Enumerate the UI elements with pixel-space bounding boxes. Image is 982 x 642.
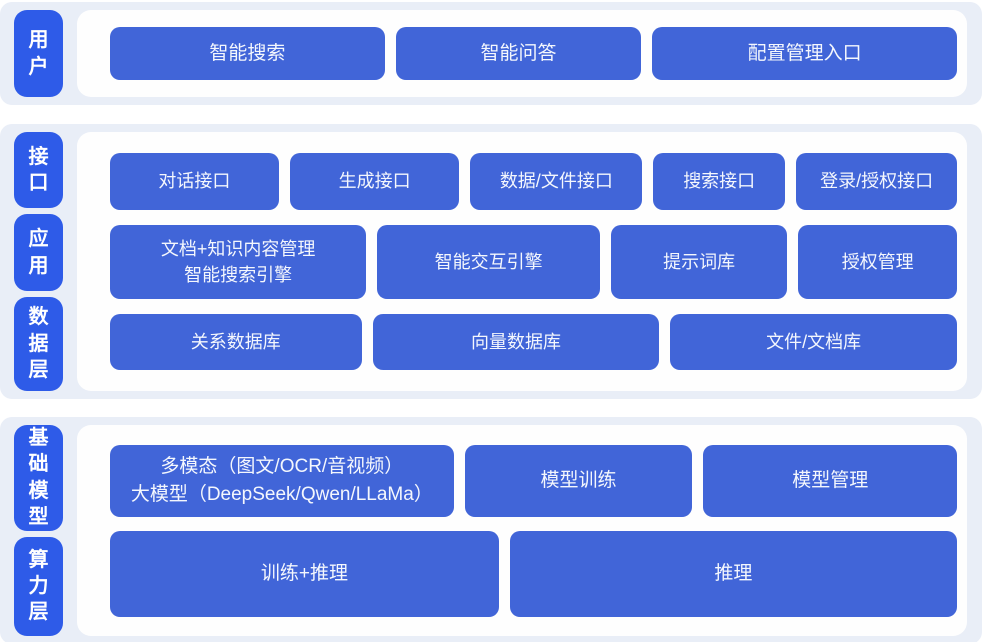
model-compute-band: 基础模型 算力层 多模态（图文/OCR/音视频） 大模型（DeepSeek/Qw… xyxy=(0,417,982,642)
block-search-api: 搜索接口 xyxy=(653,153,786,210)
bottom-layer-labels: 基础模型 算力层 xyxy=(14,425,63,636)
layer-label-compute-text: 算力层 xyxy=(28,548,49,624)
block-authorization-management: 授权管理 xyxy=(798,225,957,299)
block-inference: 推理 xyxy=(509,530,957,617)
block-intelligent-interaction-engine: 智能交互引擎 xyxy=(377,225,600,299)
block-model-management: 模型管理 xyxy=(703,444,957,517)
layer-label-data: 数据层 xyxy=(14,297,63,391)
block-file-document-store: 文件/文档库 xyxy=(670,314,957,370)
block-doc-knowledge-search-engine: 文档+知识内容管理 智能搜索引擎 xyxy=(110,225,367,299)
block-model-training: 模型训练 xyxy=(464,444,693,517)
layer-label-foundation-model-text: 基础模型 xyxy=(28,427,49,529)
layer-label-interface: 接口 xyxy=(14,132,63,209)
layer-label-user: 用户 xyxy=(14,10,63,97)
user-layer-panel: 智能搜索 智能问答 配置管理入口 xyxy=(77,10,967,97)
block-training-plus-inference: 训练+推理 xyxy=(110,530,499,617)
block-config-management-entry: 配置管理入口 xyxy=(652,27,957,80)
layer-label-foundation-model: 基础模型 xyxy=(14,425,63,531)
data-layer-row: 关系数据库 向量数据库 文件/文档库 xyxy=(110,314,957,370)
layer-label-data-text: 数据层 xyxy=(28,306,49,382)
mid-layer-labels: 接口 应用 数据层 xyxy=(14,132,63,391)
block-generation-api: 生成接口 xyxy=(289,153,460,210)
layer-label-application: 应用 xyxy=(14,214,63,292)
block-login-auth-api: 登录/授权接口 xyxy=(796,153,957,210)
layer-label-application-text: 应用 xyxy=(28,228,49,277)
layer-label-user-text: 用户 xyxy=(28,29,49,78)
layer-label-compute: 算力层 xyxy=(14,536,63,636)
bottom-layer-panel: 多模态（图文/OCR/音视频） 大模型（DeepSeek/Qwen/LLaMa）… xyxy=(77,425,967,636)
interface-row: 对话接口 生成接口 数据/文件接口 搜索接口 登录/授权接口 xyxy=(110,153,957,210)
application-row: 文档+知识内容管理 智能搜索引擎 智能交互引擎 提示词库 授权管理 xyxy=(110,225,957,299)
user-layer-row: 智能搜索 智能问答 配置管理入口 xyxy=(110,27,957,80)
compute-row: 训练+推理 推理 xyxy=(110,530,957,617)
block-multimodal-llm: 多模态（图文/OCR/音视频） 大模型（DeepSeek/Qwen/LLaMa） xyxy=(110,444,454,517)
block-data-file-api: 数据/文件接口 xyxy=(470,153,643,210)
foundation-model-row: 多模态（图文/OCR/音视频） 大模型（DeepSeek/Qwen/LLaMa）… xyxy=(110,444,957,517)
user-layer-band: 用户 智能搜索 智能问答 配置管理入口 xyxy=(0,2,982,105)
block-prompt-library: 提示词库 xyxy=(610,225,788,299)
layer-label-interface-text: 接口 xyxy=(28,145,49,195)
block-relational-database: 关系数据库 xyxy=(110,314,362,370)
mid-layer-panel: 对话接口 生成接口 数据/文件接口 搜索接口 登录/授权接口 文档+知识内容管理… xyxy=(77,132,967,391)
user-layer-labels: 用户 xyxy=(14,10,63,97)
block-dialog-api: 对话接口 xyxy=(110,153,279,210)
block-smart-qa: 智能问答 xyxy=(395,27,642,80)
interface-app-data-band: 接口 应用 数据层 对话接口 生成接口 数据/文件接口 搜索接口 登录/授权接口… xyxy=(0,124,982,399)
block-smart-search: 智能搜索 xyxy=(110,27,385,80)
block-vector-database: 向量数据库 xyxy=(372,314,660,370)
